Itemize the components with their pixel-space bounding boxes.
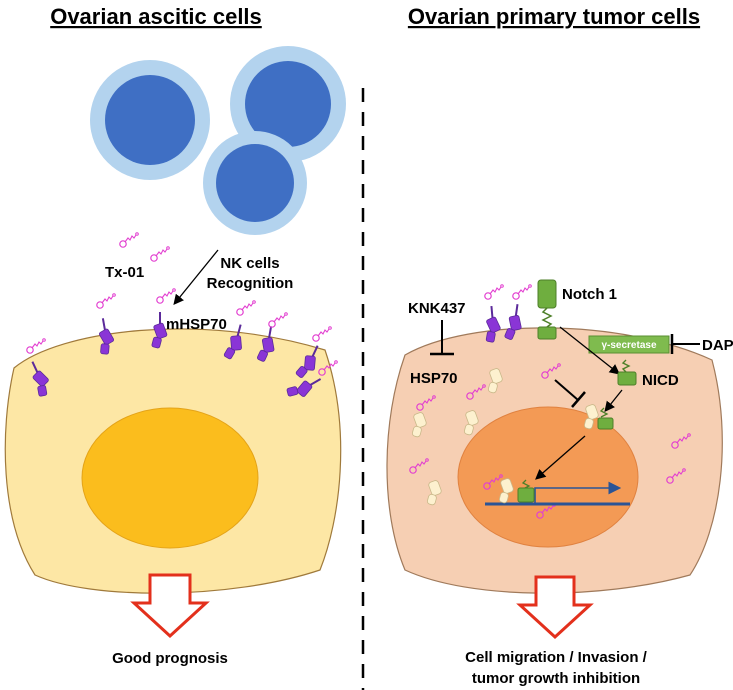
nk-cell-1 <box>90 60 210 180</box>
recognition-arrow <box>173 249 219 306</box>
tx01-probe <box>150 246 170 262</box>
nuclear-translocation-arrow <box>535 435 586 480</box>
gamma-secretase-label: γ-secretase <box>601 340 656 351</box>
knk437-label: KNK437 <box>408 300 466 317</box>
gamma-secretase-box <box>588 335 670 354</box>
tumor-nucleus <box>457 406 639 548</box>
complex-inhibition-bar <box>571 391 586 408</box>
nuclear-hsp70-nicd-complex <box>498 477 535 504</box>
transcription-arrow <box>534 481 622 503</box>
left-outcome: Good prognosis <box>112 650 228 667</box>
right-outcome-line1: Cell migration / Invasion / <box>465 649 648 666</box>
nk-recognition-line1: NK cells <box>220 255 279 272</box>
cleavage-arrow <box>559 326 621 375</box>
tx01-label: Tx-01 <box>105 264 144 281</box>
nicd-fragment <box>617 359 637 386</box>
hsp70-nicd-complex <box>583 403 614 430</box>
nicd-label: NICD <box>642 372 679 389</box>
right-outcome-line2: tumor growth inhibition <box>472 670 640 687</box>
outcome-arrow-left <box>130 573 210 639</box>
outcome-arrow-right <box>516 575 594 640</box>
complex-inhibition-line <box>554 379 579 401</box>
hsp70-label: HSP70 <box>410 370 458 387</box>
nk-recognition-line2: Recognition <box>207 275 294 292</box>
notch1-receptor <box>537 279 557 340</box>
notch1-label: Notch 1 <box>562 286 617 303</box>
left-title: Ovarian ascitic cells <box>50 4 262 29</box>
nicd-binding-arrow <box>604 389 623 413</box>
mhsp70-label: mHSP70 <box>166 316 227 333</box>
ascitic-nucleus <box>81 407 259 549</box>
nk-cell-3 <box>203 131 307 235</box>
tx01-probe <box>119 232 139 248</box>
right-title: Ovarian primary tumor cells <box>408 4 700 29</box>
dapt-label: DAPT <box>702 337 733 354</box>
